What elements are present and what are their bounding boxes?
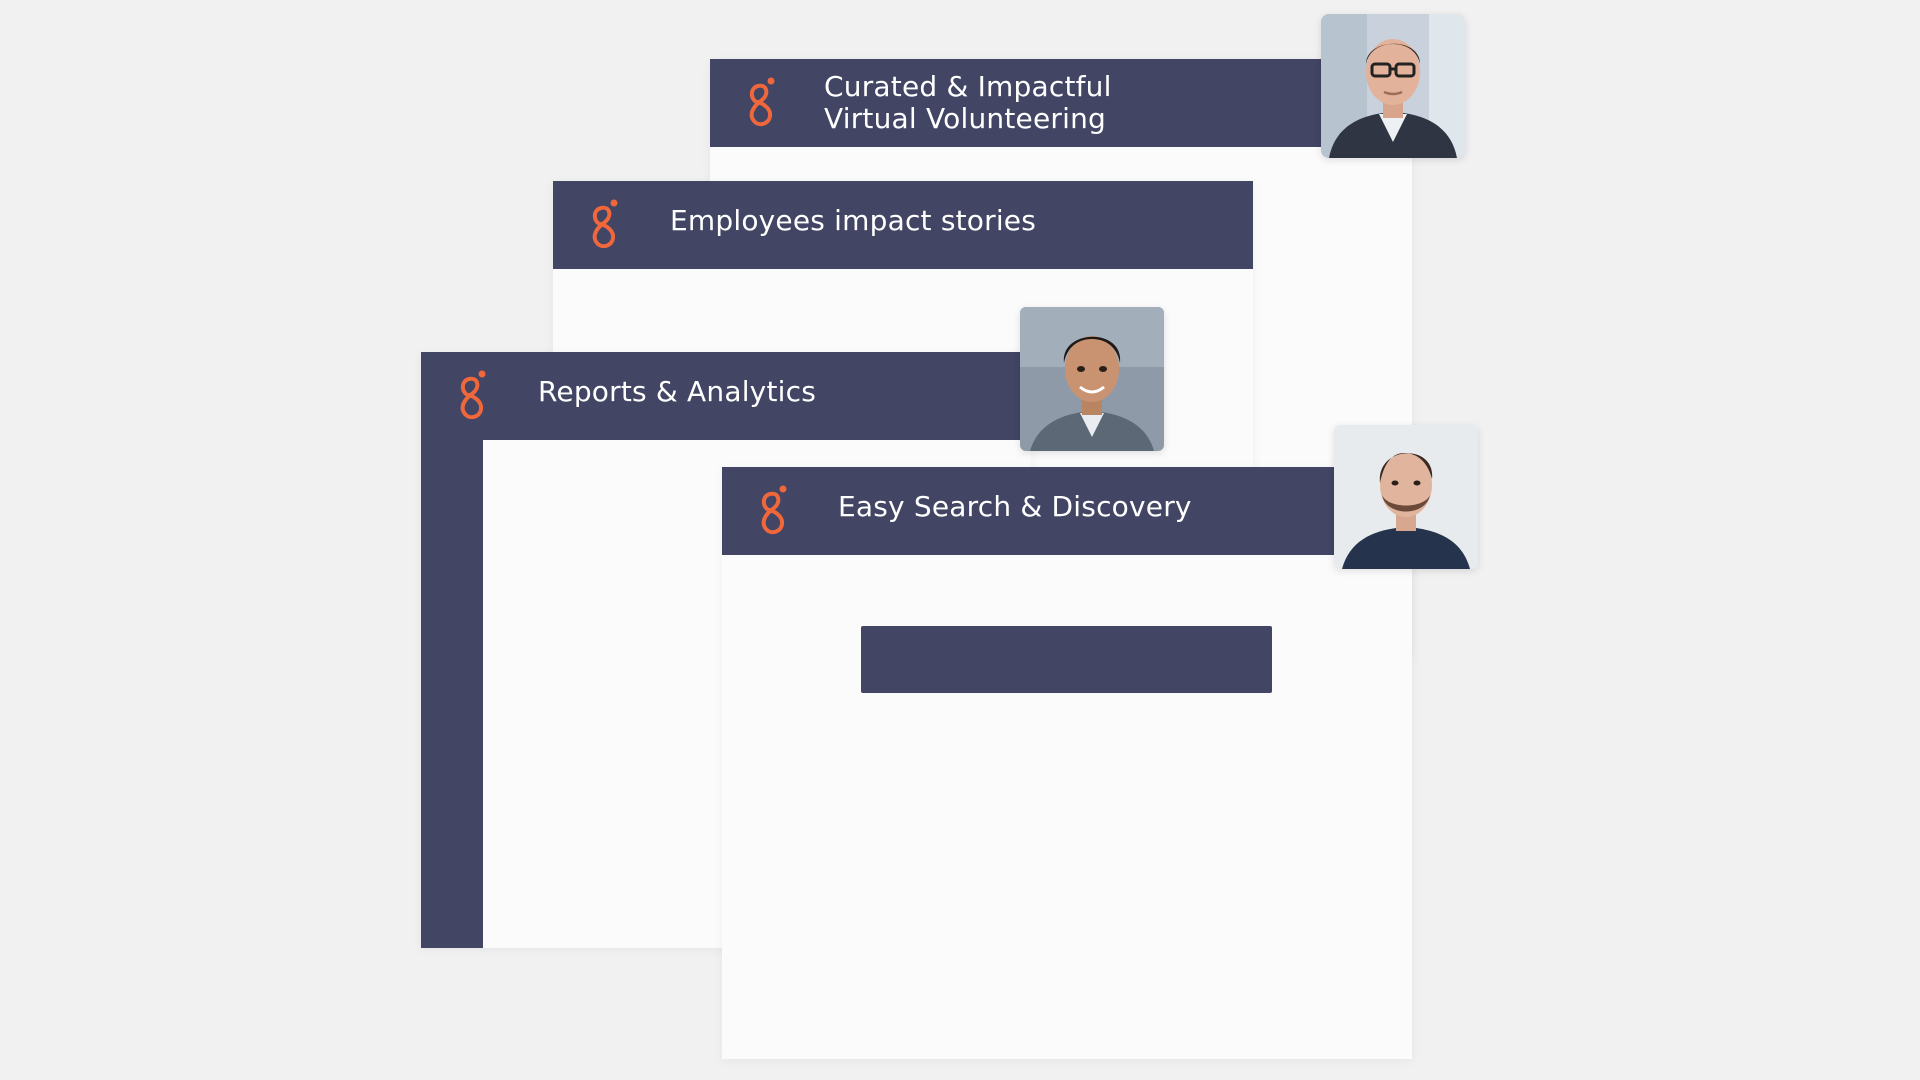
reports-sidebar [421,440,483,948]
bearded-man-avatar [1334,425,1478,569]
brand-logo-icon [592,199,618,249]
curated-volunteering-title: Curated & Impactful Virtual Volunteering [824,70,1112,135]
smiling-man-portrait [1020,307,1164,451]
man-with-glasses-portrait [1321,14,1465,158]
search-bar[interactable] [861,626,1272,693]
smiling-man-avatar [1020,307,1164,451]
search-discovery-title: Easy Search & Discovery [838,490,1192,523]
brand-logo-icon [460,370,486,420]
search-discovery-header: Easy Search & Discovery [722,467,1412,555]
bearded-man-portrait [1334,425,1478,569]
impact-stories-title: Employees impact stories [670,204,1037,237]
impact-stories-header: Employees impact stories [553,181,1253,269]
man-with-glasses-avatar [1321,14,1465,158]
reports-analytics-header: Reports & Analytics [421,352,1031,440]
search-discovery-card: Easy Search & Discovery [722,467,1412,1059]
reports-analytics-title: Reports & Analytics [538,375,816,408]
brand-logo-icon [761,485,787,535]
brand-logo-icon [749,77,775,127]
curated-volunteering-header: Curated & Impactful Virtual Volunteering [710,59,1412,147]
